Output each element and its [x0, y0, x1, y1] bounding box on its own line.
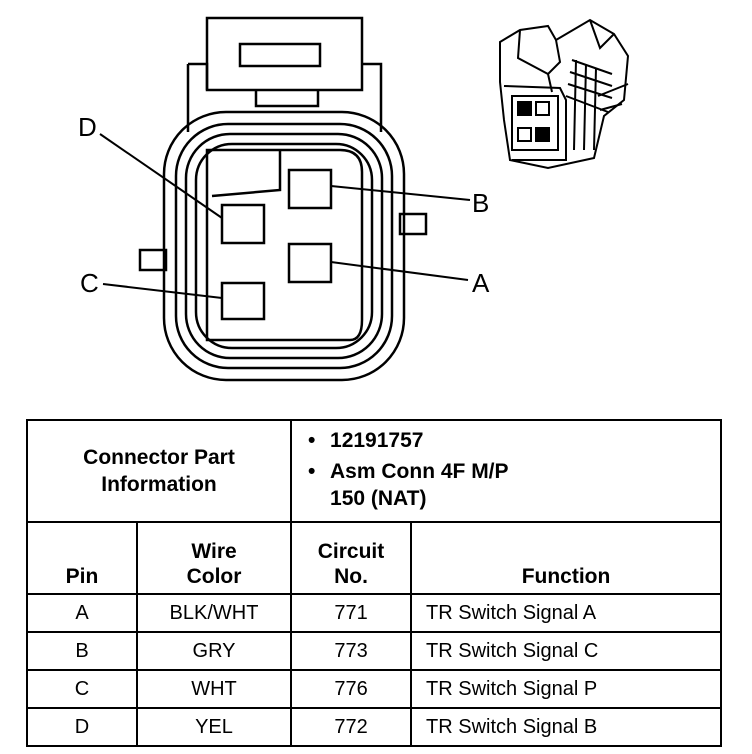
housing-outer: [162, 110, 406, 382]
col-header-pin: Pin: [26, 521, 138, 595]
cell-wire-color: WHT: [135, 669, 293, 709]
wire-color-header-line2: Color: [186, 565, 242, 588]
pin-socket-c: [220, 281, 266, 321]
part-description-line2: 150 (NAT): [330, 487, 427, 510]
part-info-cell: 12191757 Asm Conn 4F M/P 150 (NAT): [290, 419, 723, 523]
connector-latch: [205, 16, 364, 92]
pin-socket-a: [287, 242, 333, 284]
circuit-header-line1: Circuit: [317, 540, 385, 563]
cavity-outline: [205, 148, 364, 342]
cell-circuit: 776: [290, 669, 413, 709]
table-row: D YEL 772 TR Switch Signal B: [26, 707, 723, 747]
table-row: C WHT 776 TR Switch Signal P: [26, 669, 723, 709]
leader-line-b: [330, 185, 471, 201]
housing-ring-3: [194, 142, 374, 350]
cell-function: TR Switch Signal C: [410, 631, 723, 671]
cell-circuit: 772: [290, 707, 413, 747]
connector-isometric-illustration: [499, 18, 630, 170]
cell-wire-color: BLK/WHT: [135, 593, 293, 633]
part-description: Asm Conn 4F M/P 150 (NAT): [308, 458, 720, 512]
cell-wire-color: YEL: [135, 707, 293, 747]
cell-function: TR Switch Signal B: [410, 707, 723, 747]
connector-part-info-heading: Connector Part Information: [25, 419, 293, 523]
cell-wire-color: GRY: [135, 631, 293, 671]
col-header-function: Function: [410, 521, 723, 595]
pin-label-c: C: [80, 268, 99, 298]
cell-circuit: 771: [290, 593, 413, 633]
connector-info-table: Connector Part Information 12191757 Asm …: [25, 419, 723, 747]
cell-pin: C: [26, 669, 138, 709]
pin-label-a: A: [472, 268, 490, 298]
pin-label-b: B: [472, 188, 489, 218]
cell-pin: A: [26, 593, 138, 633]
cell-circuit: 773: [290, 631, 413, 671]
latch-slot: [238, 42, 322, 68]
table-header-row: Connector Part Information 12191757 Asm …: [25, 419, 723, 523]
part-number: 12191757: [308, 427, 720, 454]
cell-pin: D: [26, 707, 138, 747]
table-row: B GRY 773 TR Switch Signal C: [26, 631, 723, 671]
side-tab-right: [398, 212, 428, 236]
cell-pin: B: [26, 631, 138, 671]
pin-socket-b: [287, 168, 333, 210]
leader-line-d: [99, 133, 223, 219]
part-info-list: 12191757 Asm Conn 4F M/P 150 (NAT): [292, 427, 720, 512]
info-heading-text: Connector Part Information: [83, 446, 235, 496]
cell-function: TR Switch Signal P: [410, 669, 723, 709]
cell-function: TR Switch Signal A: [410, 593, 723, 633]
table-row: A BLK/WHT 771 TR Switch Signal A: [26, 593, 723, 633]
pin-socket-d: [220, 203, 266, 245]
leader-line-a: [330, 261, 469, 281]
circuit-header-line2: No.: [334, 565, 368, 588]
side-tab-left: [138, 248, 168, 272]
housing-ring-2: [184, 132, 384, 360]
wire-color-header-line1: Wire: [191, 540, 237, 563]
housing-ring-1: [174, 122, 394, 370]
part-description-line1: Asm Conn 4F M/P: [330, 460, 509, 483]
leader-line-c: [102, 283, 223, 299]
connector-diagram: D C B A: [78, 16, 630, 382]
pin-label-d: D: [78, 112, 97, 142]
